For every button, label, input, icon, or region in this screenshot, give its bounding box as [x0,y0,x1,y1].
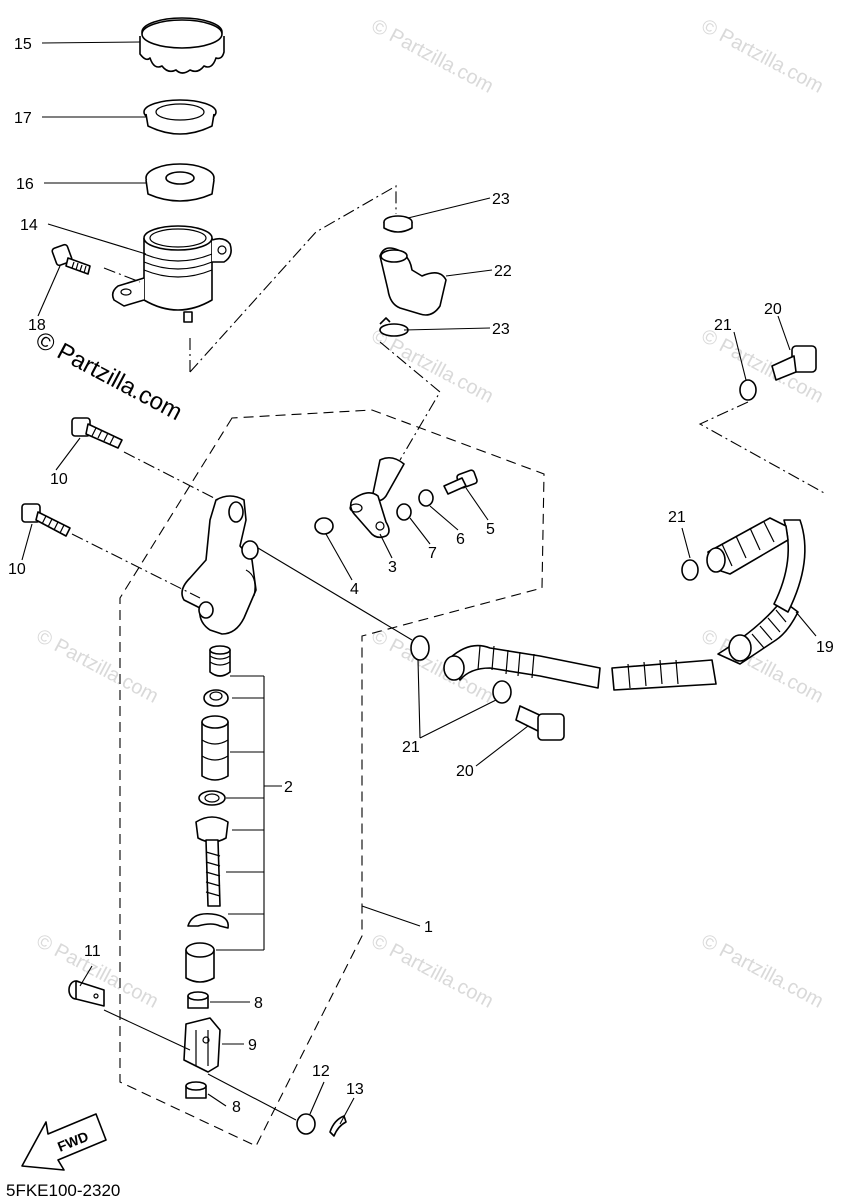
callout-9: 9 [248,1037,257,1054]
callout-16: 16 [16,176,34,193]
bolt-part-18 [51,243,91,275]
nut-part-8-lower [185,1081,207,1099]
callout-21-lower: 21 [402,739,420,756]
callout-7: 7 [428,545,437,562]
hose-joint-part-3 [349,456,405,539]
callout-11: 11 [84,943,101,960]
callout-4: 4 [350,581,359,598]
callout-2: 2 [284,779,293,796]
assembly-lines [71,185,827,1147]
diaphragm-part-16 [145,163,215,202]
pin-part-11 [68,980,105,1007]
nut-part-8-upper [187,991,209,1009]
union-bolt-part-20-lower [515,705,565,741]
svg-text:© Partzilla.com: © Partzilla.com [698,930,827,1013]
callout-18: 18 [28,317,46,334]
copper-washer-part-21-mid [681,559,699,581]
reservoir-hose-part-22 [379,247,447,316]
callout-10-upper: 10 [50,471,68,488]
cotter-pin-part-13 [329,1115,347,1137]
callout-8-lower: 8 [232,1099,241,1116]
callout-labels: 15 17 16 14 18 23 22 23 21 20 10 10 5 6 … [8,36,834,1116]
svg-text:© Partzilla.com: © Partzilla.com [368,930,497,1013]
callout-20-upper: 20 [764,301,782,318]
callout-10-lower: 10 [8,561,26,578]
hose-clamp-part-23-top [383,215,413,233]
callout-21-upper: 21 [714,317,732,334]
svg-text:© Partzilla.com: © Partzilla.com [368,325,497,408]
washer-part-12 [296,1113,316,1135]
watermark-faint: © Partzilla.com © Partzilla.com © Partzi… [33,15,827,1013]
bolt-part-10-upper [71,417,123,449]
union-bolt-part-20-upper [771,345,817,381]
callout-20-lower: 20 [456,763,474,780]
callout-3: 3 [388,559,397,576]
o-ring-part-4 [314,517,334,535]
callout-22: 22 [494,263,512,280]
copper-washer-part-7 [396,503,412,521]
bolt-part-10-lower [21,503,71,537]
callout-23-top: 23 [492,191,510,208]
svg-text:© Partzilla.com: © Partzilla.com [33,625,162,708]
callout-19: 19 [816,639,834,656]
callout-6: 6 [456,531,465,548]
svg-text:© Partzilla.com: © Partzilla.com [368,15,497,98]
callout-12: 12 [312,1063,330,1080]
hose-clamp-part-23-bottom [379,317,409,337]
callout-21-mid: 21 [668,509,686,526]
copper-washer-part-21-lower-a [410,635,430,661]
callout-13: 13 [346,1081,364,1098]
brake-hose-part-19 [443,517,806,691]
copper-washer-part-21-lower-b [492,680,512,704]
piston-kit-part-2 [185,645,231,983]
leader-lines [21,41,817,1125]
fwd-arrow-icon: FWD [21,1113,107,1171]
diagram-code: 5FKE100-2320 [6,1181,120,1200]
callout-8-upper: 8 [254,995,263,1012]
copper-washer-part-21-upper [739,379,757,401]
callout-14: 14 [20,217,38,234]
callout-23-bottom: 23 [492,321,510,338]
callout-1: 1 [424,919,433,936]
diaphragm-holder-part-17 [143,99,217,135]
callout-17: 17 [14,110,32,127]
clevis-part-9 [183,1017,221,1073]
watermark-main: © Partzilla.com [31,326,186,426]
reservoir-tank-part-14 [111,225,232,323]
svg-text:© Partzilla.com: © Partzilla.com [698,15,827,98]
master-cylinder-body [181,495,259,635]
union-bolt-part-5 [443,469,478,495]
callout-15: 15 [14,36,32,53]
copper-washer-part-6 [418,489,434,507]
reservoir-cap-part-15 [139,17,225,74]
callout-5: 5 [486,521,495,538]
